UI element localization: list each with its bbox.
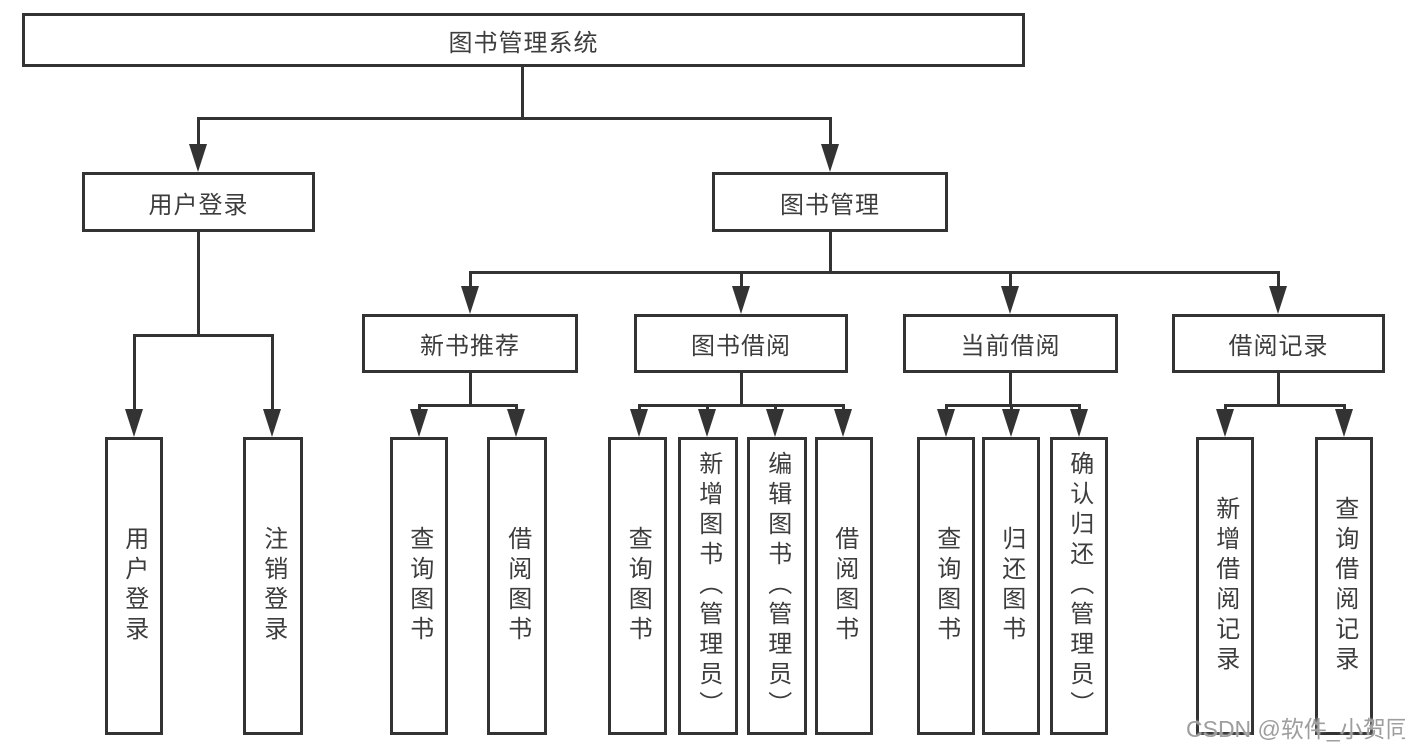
arrow-down-icon [507, 409, 525, 437]
connector-drop [197, 117, 200, 150]
arrow-down-icon [732, 286, 750, 314]
arrow-down-icon [125, 409, 143, 437]
leaf-borrow-books-2-label: 借阅图书 [830, 526, 858, 646]
leaf-borrow-books-2: 借阅图书 [815, 437, 873, 735]
leaf-add-books-admin: 新增图书（管理员） [678, 437, 738, 735]
arrow-down-icon [1002, 409, 1020, 437]
connector-drop [829, 117, 832, 150]
arrow-down-icon [1335, 409, 1353, 437]
connector-rail [469, 271, 1280, 274]
leaf-query-books-2-label: 查询图书 [624, 526, 652, 646]
leaf-query-books-3: 查询图书 [917, 437, 975, 735]
connector-drop [740, 271, 743, 292]
arrow-down-icon [937, 409, 955, 437]
node-user-login-label: 用户登录 [148, 191, 249, 219]
node-root: 图书管理系统 [22, 13, 1025, 67]
leaf-logout-label: 注销登录 [259, 526, 287, 646]
leaf-query-books-1-label: 查询图书 [405, 526, 433, 646]
connector-rail [638, 404, 845, 407]
connector-drop [1277, 271, 1280, 292]
connector-stem [469, 373, 472, 407]
leaf-query-books-3-label: 查询图书 [932, 526, 960, 646]
leaf-confirm-return-admin: 确认归还（管理员） [1050, 437, 1108, 735]
connector-drop [469, 271, 472, 292]
leaf-query-books-1: 查询图书 [390, 437, 448, 735]
leaf-add-books-admin-label: 新增图书（管理员） [694, 451, 722, 721]
node-book-management: 图书管理 [712, 172, 948, 232]
connector-stem [829, 232, 832, 274]
connector-rail [1224, 404, 1346, 407]
watermark: CSDN @软件_小贺同学 [1186, 716, 1405, 742]
arrow-down-icon [189, 144, 207, 172]
node-book-management-label: 图书管理 [780, 191, 880, 219]
connector-rail [133, 334, 274, 337]
connector-drop [133, 334, 136, 415]
arrow-down-icon [1269, 286, 1287, 314]
connector-stem [1009, 373, 1012, 407]
node-current-borrowing-label: 当前借阅 [960, 333, 1061, 360]
node-new-book-recommend: 新书推荐 [362, 314, 578, 373]
arrow-down-icon [1001, 286, 1019, 314]
connector-stem [521, 67, 524, 120]
arrow-down-icon [1216, 409, 1234, 437]
arrow-down-icon [263, 409, 281, 437]
leaf-user-login-label: 用户登录 [120, 526, 148, 646]
connector-stem [197, 232, 200, 337]
arrow-down-icon [461, 286, 479, 314]
node-current-borrowing: 当前借阅 [903, 314, 1118, 373]
node-root-label: 图书管理系统 [448, 29, 599, 57]
leaf-add-borrow-record-label: 新增借阅记录 [1211, 496, 1239, 676]
leaf-query-borrow-record: 查询借阅记录 [1315, 437, 1373, 735]
arrow-down-icon [766, 409, 784, 437]
leaf-confirm-return-admin-label: 确认归还（管理员） [1065, 451, 1093, 721]
leaf-return-books: 归还图书 [982, 437, 1040, 735]
leaf-borrow-books-1-label: 借阅图书 [503, 526, 531, 646]
leaf-edit-books-admin-label: 编辑图书（管理员） [763, 451, 791, 721]
node-borrowing-records: 借阅记录 [1172, 314, 1385, 373]
leaf-borrow-books-1: 借阅图书 [487, 437, 547, 735]
node-book-borrowing: 图书借阅 [634, 314, 848, 373]
leaf-query-books-2: 查询图书 [608, 437, 667, 735]
node-user-login: 用户登录 [82, 172, 315, 232]
connector-drop [1009, 271, 1012, 292]
arrow-down-icon [630, 409, 648, 437]
leaf-add-borrow-record: 新增借阅记录 [1196, 437, 1254, 735]
leaf-logout: 注销登录 [243, 437, 303, 735]
connector-stem [740, 373, 743, 407]
node-new-book-recommend-label: 新书推荐 [420, 333, 520, 360]
arrow-down-icon [410, 409, 428, 437]
leaf-edit-books-admin: 编辑图书（管理员） [747, 437, 807, 735]
arrow-down-icon [698, 409, 716, 437]
node-book-borrowing-label: 图书借阅 [691, 333, 791, 360]
leaf-return-books-label: 归还图书 [997, 526, 1025, 646]
arrow-down-icon [1070, 409, 1088, 437]
connector-rail [197, 117, 832, 120]
leaf-user-login: 用户登录 [105, 437, 163, 735]
connector-drop [271, 334, 274, 415]
arrow-down-icon [834, 409, 852, 437]
leaf-query-borrow-record-label: 查询借阅记录 [1330, 496, 1358, 676]
connector-rail [945, 404, 1081, 407]
connector-rail [418, 404, 518, 407]
arrow-down-icon [821, 144, 839, 172]
node-borrowing-records-label: 借阅记录 [1228, 333, 1329, 360]
connector-stem [1277, 373, 1280, 407]
